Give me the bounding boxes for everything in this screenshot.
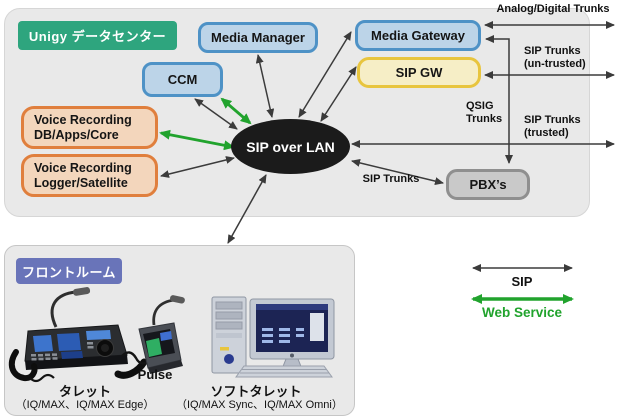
webservice-edges [159, 97, 252, 151]
node-voice-recording-db: Voice Recording DB/Apps/Core [21, 106, 158, 149]
node-sip-gw: SIP GW [357, 57, 481, 88]
vr-logger-line2: Logger/Satellite [34, 175, 128, 190]
vr-db-line2: DB/Apps/Core [34, 127, 119, 142]
label-qsig-line2: Trunks [466, 113, 503, 125]
edge-ccm-hub-webservice [220, 97, 252, 125]
label-analog-digital-trunks: Analog/Digital Trunks [496, 3, 610, 15]
softturret-name: ソフトタレット [210, 384, 302, 399]
node-ccm: CCM [142, 62, 223, 97]
edge-ccm-hub-sip [194, 98, 238, 130]
label-sip-trunks-pbx: SIP Trunks [362, 173, 420, 185]
legend-webservice-label: Web Service [481, 305, 563, 320]
node-voice-recording-logger: Voice Recording Logger/Satellite [21, 154, 158, 197]
edge-hub-pbx [351, 158, 444, 186]
node-media-manager: Media Manager [198, 22, 318, 53]
edge-mediamanager-hub [255, 54, 275, 118]
label-sip-trunks-untrusted-line1: SIP Trunks [524, 45, 581, 57]
label-qsig-trunks: QSIG Trunks [466, 100, 502, 126]
label-sip-trunks-untrusted-line2: (un-trusted) [524, 58, 586, 70]
turret-detail: （IQ/MAX、IQ/MAX Edge） [15, 399, 155, 411]
vr-logger-line1: Voice Recording [34, 160, 132, 175]
node-media-gateway: Media Gateway [355, 20, 481, 51]
edge-hub-frontroom [227, 174, 267, 244]
label-sip-trunks-trusted-line1: SIP Trunks [524, 114, 581, 126]
label-sip-trunks-trusted: SIP Trunks (trusted) [524, 114, 581, 140]
pulse-device-image [138, 295, 185, 374]
turret-name: タレット [58, 384, 111, 399]
node-sip-over-lan-hub: SIP over LAN [231, 119, 350, 174]
legend-sip-label: SIP [511, 274, 533, 289]
softturret-detail: （IQ/MAX Sync、IQ/MAX Omni） [176, 399, 343, 411]
edge-sipgw-hub [320, 66, 357, 122]
turret-device-image [8, 287, 149, 383]
softturret-device-image [211, 296, 335, 378]
vr-db-line1: Voice Recording [34, 112, 132, 127]
datacenter-tag: Unigy データセンター [18, 21, 177, 50]
label-sip-trunks-trusted-line2: (trusted) [524, 127, 569, 139]
edge-qsig-mediagateway-pbx [485, 35, 513, 164]
pulse-name: Pulse [137, 367, 173, 382]
frontroom-tag: フロントルーム [16, 258, 122, 284]
edge-logger-hub [160, 156, 235, 178]
label-sip-trunks-untrusted: SIP Trunks (un-trusted) [524, 45, 586, 71]
node-pbx: PBX’s [446, 169, 530, 200]
label-qsig-line1: QSIG [466, 100, 494, 112]
edge-vrdb-hub-webservice [159, 129, 235, 151]
